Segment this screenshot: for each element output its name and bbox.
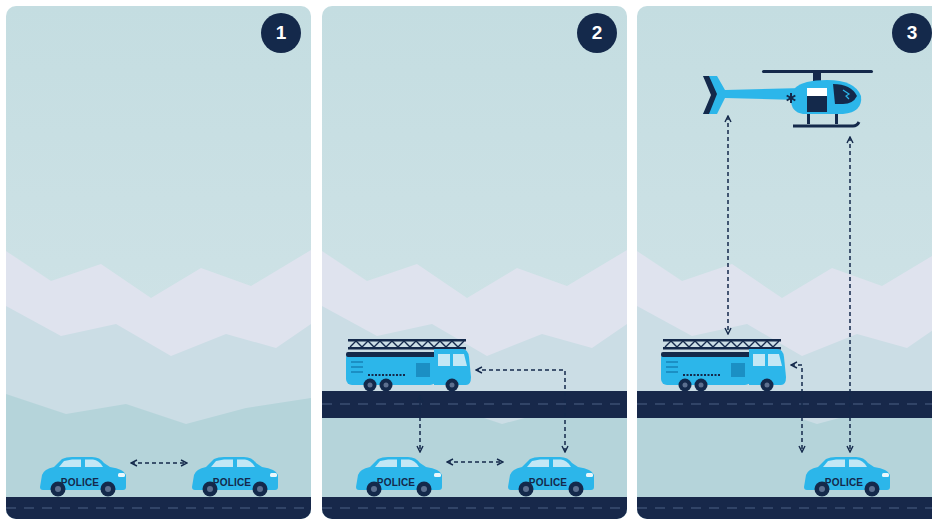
- scene-panel: 3POLICE: [637, 6, 932, 519]
- vehicle-label: POLICE: [190, 477, 274, 488]
- dashed-link: [791, 365, 802, 452]
- car-shape: [190, 455, 280, 497]
- callout-number: 3: [892, 13, 932, 53]
- car-shape: [802, 455, 892, 497]
- vehicle-label: POLICE: [506, 477, 590, 488]
- police-car: POLICE: [802, 455, 892, 497]
- police-car: POLICE: [354, 455, 444, 497]
- dashed-link: [419, 396, 421, 452]
- dashed-link: [849, 137, 851, 452]
- truck-shape: [346, 337, 472, 393]
- helicopter-shape: [703, 68, 873, 132]
- car-shape: [38, 455, 128, 497]
- police-car: POLICE: [506, 455, 596, 497]
- helicopter: [703, 68, 873, 132]
- panel-background: [6, 6, 311, 519]
- panel-background: [322, 6, 627, 519]
- panel-background: [637, 6, 932, 519]
- truck-shape: [661, 337, 787, 393]
- fire-truck: [661, 337, 787, 393]
- dashed-link: [131, 462, 187, 464]
- callout-number: 1: [261, 13, 301, 53]
- car-shape: [506, 455, 596, 497]
- dashed-link: [727, 116, 729, 334]
- car-shape: [354, 455, 444, 497]
- dashed-link: [447, 461, 503, 463]
- vehicle-label: POLICE: [802, 477, 886, 488]
- scene-panel: 2POLICE POLICE: [322, 6, 627, 519]
- vehicle-label: POLICE: [38, 477, 122, 488]
- police-car: POLICE: [190, 455, 280, 497]
- scene-panel: 1POLICE POLICE: [6, 6, 311, 519]
- dashed-link: [476, 370, 565, 452]
- police-car: POLICE: [38, 455, 128, 497]
- vehicle-label: POLICE: [354, 477, 438, 488]
- callout-number: 2: [577, 13, 617, 53]
- fire-truck: [346, 337, 472, 393]
